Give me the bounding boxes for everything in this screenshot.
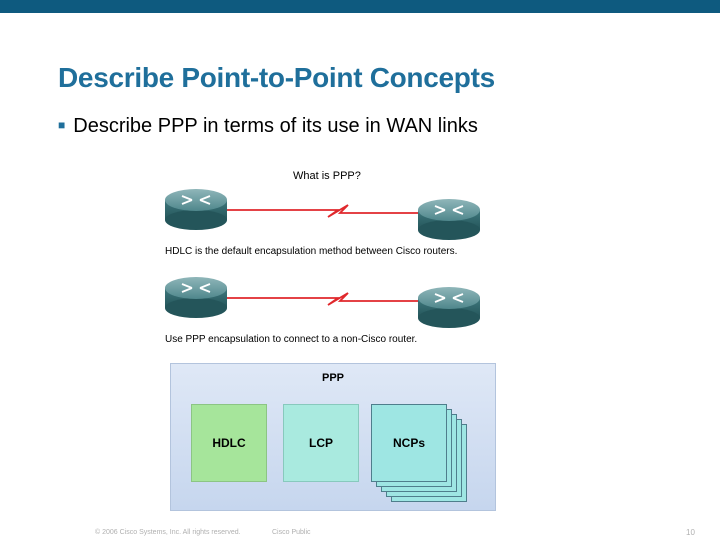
wan-link-icon bbox=[227, 292, 418, 306]
footer-classification: Cisco Public bbox=[272, 529, 311, 536]
ncp-stack: NCPs bbox=[371, 404, 471, 504]
figure-caption-hdlc: HDLC is the default encapsulation method… bbox=[165, 246, 458, 257]
footer-copyright: © 2006 Cisco Systems, Inc. All rights re… bbox=[95, 529, 241, 536]
top-bar bbox=[0, 0, 720, 13]
router-diagrams bbox=[165, 189, 480, 328]
router-icon bbox=[418, 287, 480, 328]
slide-title: Describe Point-to-Point Concepts bbox=[58, 62, 495, 93]
wan-link-icon bbox=[227, 204, 418, 218]
router-icon bbox=[165, 277, 227, 318]
router-icon bbox=[418, 199, 480, 240]
router-icon bbox=[165, 189, 227, 230]
ppp-label: PPP bbox=[321, 372, 344, 384]
lcp-box: LCP bbox=[283, 404, 359, 482]
bullet-icon: ■ bbox=[58, 118, 66, 132]
bullet-item: ■ Describe PPP in terms of its use in WAN… bbox=[58, 115, 478, 138]
ppp-figure: What is PPP? HDLC is the default encapsu… bbox=[160, 165, 500, 511]
bullet-text: Describe PPP in terms of its use in WAN … bbox=[73, 115, 478, 137]
figure-title: What is PPP? bbox=[293, 170, 361, 182]
ncps-box: NCPs bbox=[371, 404, 447, 482]
figure-caption-ppp: Use PPP encapsulation to connect to a no… bbox=[165, 334, 418, 345]
page-number: 10 bbox=[686, 528, 695, 537]
ppp-stack-panel: PPP HDLC LCP NCPs bbox=[170, 363, 496, 511]
hdlc-box: HDLC bbox=[191, 404, 267, 482]
